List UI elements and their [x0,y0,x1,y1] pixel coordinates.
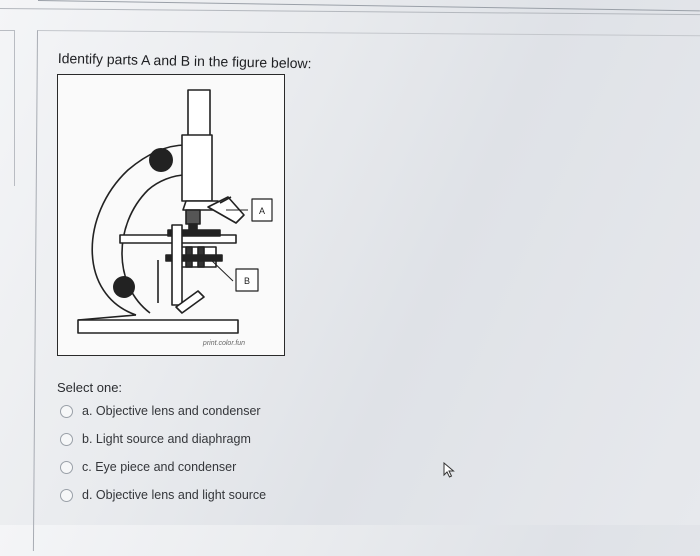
label-a-text: A [259,206,265,216]
microscope-figure: A B print.color.fun [57,74,285,356]
radio-a[interactable] [60,404,73,418]
fine-focus-knob [113,276,135,298]
label-box-b [235,268,259,292]
eyepiece [187,89,211,139]
answer-option-d[interactable]: d. Objective lens and light source [60,484,266,506]
radio-d[interactable] [60,488,73,502]
figure-watermark: print.color.fun [202,340,245,347]
answer-option-d-label: d. Objective lens and light source [82,488,267,502]
radio-b[interactable] [60,432,73,446]
microscope-base [77,319,239,334]
answer-option-a-label: a. Objective lens and condenser [82,404,261,418]
answer-option-c-label: c. Eye piece and condenser [82,460,237,474]
microscope-illustration: A B print.color.fun [77,89,273,347]
select-one-label: Select one: [57,380,123,395]
radio-c[interactable] [60,460,73,474]
answer-option-a[interactable]: a. Objective lens and condenser [60,400,261,422]
answer-option-b-label: b. Light source and diaphragm [82,432,251,446]
side-panel-edge [0,30,15,186]
label-box-a [251,198,273,222]
coarse-focus-knob [149,148,173,172]
mouse-pointer-icon [443,461,455,483]
label-b-text: B [244,276,250,286]
answer-option-c[interactable]: c. Eye piece and condenser [60,456,236,478]
answer-option-b[interactable]: b. Light source and diaphragm [60,428,251,450]
